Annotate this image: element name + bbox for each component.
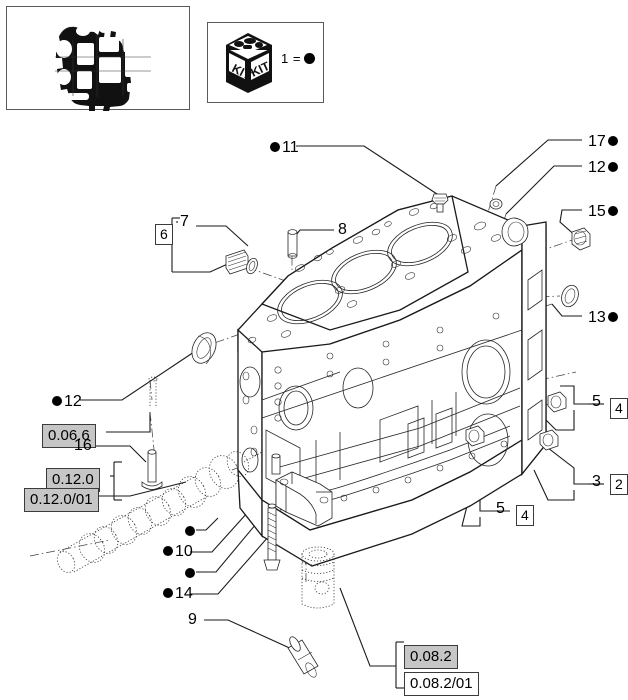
piston-phantom-0-08-2 — [301, 546, 335, 609]
engine-assembly-illustration — [55, 25, 151, 112]
sealing-ring-part-13 — [561, 284, 579, 308]
item-number-16[interactable]: 16 — [74, 437, 92, 454]
item-number-5-lower[interactable]: 5 — [496, 500, 505, 517]
item-number-11[interactable]: 11 — [270, 140, 299, 156]
reference-box-0-06-6[interactable]: 0.06.6 — [42, 424, 96, 448]
boxed-number-6[interactable]: 6 — [155, 224, 173, 245]
boxed-number-4-lower[interactable]: 4 — [516, 505, 534, 526]
kit-bullet-icon-unlabeled-1[interactable] — [185, 526, 195, 536]
item-number-9[interactable]: 9 — [188, 611, 197, 628]
camshaft-reference-0-12-0 — [56, 451, 263, 573]
item-number-12-right[interactable]: 12 — [588, 160, 618, 176]
tappet-assembly-part-7 — [225, 249, 258, 275]
kit-bullet-icon — [303, 53, 315, 64]
dowel-pin-part-8 — [287, 229, 298, 259]
sealing-ring-part-12-left — [191, 332, 217, 365]
item-number-7[interactable]: 7 — [180, 213, 189, 230]
item-number-17[interactable]: 17 — [588, 134, 618, 150]
kit-equation-text: 1 = — [281, 51, 301, 66]
item-number-14[interactable]: 14 — [163, 586, 193, 602]
main-bearing-cap-part-10 — [275, 471, 333, 527]
kit-bullet-icon — [607, 206, 618, 216]
kit-bullet-icon — [607, 162, 618, 172]
item-number-15[interactable]: 15 — [588, 204, 618, 220]
kit-bullet-icon — [163, 588, 173, 598]
kit-equation-legend: 1 = — [281, 51, 315, 66]
threaded-fitting-part-15 — [571, 227, 591, 251]
kit-bullet-icon — [52, 396, 62, 406]
kit-bullet-icon-unlabeled-2[interactable] — [185, 568, 195, 578]
oil-gallery-plug-part-17 — [489, 198, 503, 210]
item-number-12-left[interactable]: 12 — [52, 394, 82, 410]
kit-carton-icon: KIT KIT — [226, 33, 272, 93]
cylinder-block — [237, 195, 547, 567]
tappet-part-16 — [141, 449, 163, 490]
hex-bolt-part-11 — [431, 193, 449, 213]
bearing-cap-bolt-part-14 — [263, 503, 281, 571]
core-plug-part-12-right — [501, 217, 529, 247]
plug-part-5-lower — [465, 425, 485, 447]
plug-part-3 — [539, 429, 559, 451]
reference-box-0-12-0-01[interactable]: 0.12.0/01 — [24, 488, 99, 512]
item-number-10[interactable]: 10 — [163, 544, 193, 560]
kit-legend-box: KIT KIT 1 = — [207, 22, 324, 103]
item-number-5-upper[interactable]: 5 — [592, 393, 601, 410]
kit-bullet-icon — [163, 546, 173, 556]
valve-reference-0-06-6 — [148, 376, 158, 408]
engine-photo-box — [6, 6, 190, 112]
plug-part-5-upper — [547, 391, 567, 413]
reference-box-0-08-2[interactable]: 0.08.2 — [404, 645, 458, 669]
kit-bullet-icon — [270, 142, 280, 152]
item-number-3[interactable]: 3 — [592, 473, 601, 490]
reference-box-0-08-2-01[interactable]: 0.08.2/01 — [404, 672, 479, 696]
item-number-13[interactable]: 13 — [588, 310, 618, 326]
boxed-number-4-upper[interactable]: 4 — [610, 398, 628, 419]
kit-bullet-icon — [607, 312, 618, 322]
kit-bullet-icon — [607, 136, 618, 146]
dowel-pin-part-bullet-1 — [271, 453, 281, 475]
cylindrical-pin-part-9 — [287, 636, 319, 678]
item-number-8[interactable]: 8 — [338, 221, 347, 238]
boxed-number-2[interactable]: 2 — [610, 474, 628, 495]
